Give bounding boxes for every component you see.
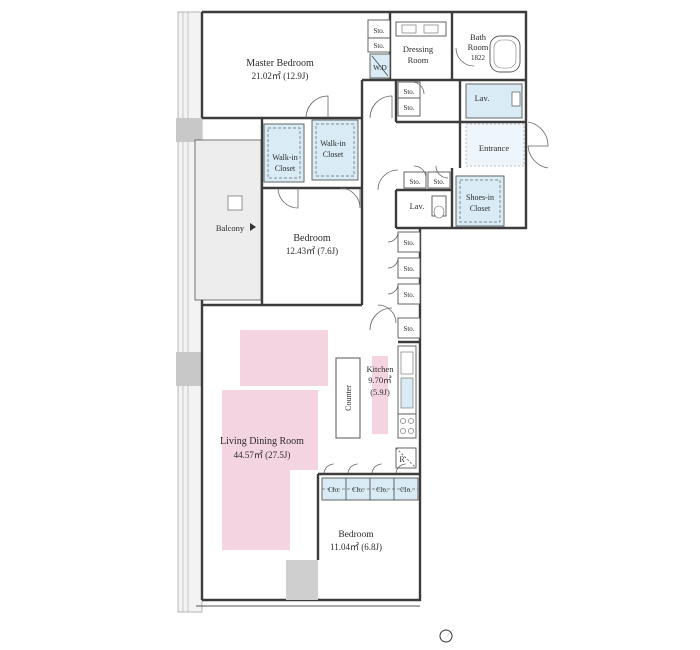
column-lower [176,352,202,386]
sto-unit [367,37,391,53]
master-bedroom-label: Master Bedroom [246,58,314,69]
sto-label: Sto. [403,88,414,96]
bedroom-low-label: Bedroom [338,530,374,540]
fixtures [335,21,521,469]
kitchen-jo: (5.9J) [370,387,390,397]
walk-in-closet-left [263,123,305,183]
sto-label: Sto. [373,42,384,50]
entrance-label: Entrance [479,143,509,153]
sto-unit [427,171,451,189]
sto-label: Sto. [403,265,414,273]
living-dining-label: Living Dining Room [220,436,304,447]
pillar [286,560,318,600]
sto-unit [403,171,427,189]
column-upper [176,118,202,142]
refrigerator-label: R [399,455,405,464]
bedroom-mid-label: Bedroom [293,233,330,244]
bath-room-label-2: Room [468,42,489,52]
walk-in-closet-right [311,119,359,181]
kitchen-highlight [372,356,388,434]
interior-walls [202,12,526,560]
walk-in-closet-left-2: Closet [275,164,296,173]
lav-upper-label: Lav. [475,93,490,103]
bath-room-label-1: Bath [470,32,487,42]
outer-walls [196,10,528,607]
counter-label: Counter [344,385,353,411]
cooktop [397,413,417,439]
sto-unit [397,283,421,305]
closets [263,53,525,227]
sto-label: Sto. [403,291,414,299]
living-highlights [222,330,328,550]
lav-lower-label: Lav. [410,201,425,211]
clo-label: Clo. [328,486,340,494]
sto-label: Sto. [403,104,414,112]
bedroom-mid-area: 12.43㎡ (7.6J) [286,246,338,256]
room-labels: Master Bedroom 21.02㎡ (12.9J) Dressing R… [216,32,509,552]
clo-label: Clo. [352,486,364,494]
bathtub [489,35,521,73]
dressing-room-label-2: Room [408,55,429,65]
sto-label: Sto. [403,325,414,333]
walk-in-closet-right-1: Walk-in [320,139,346,148]
sto-unit [397,317,421,339]
sto-label: Sto. [373,27,384,35]
balcony-label: Balcony [216,223,245,233]
master-bedroom-area: 21.02㎡ (12.9J) [252,71,309,81]
sto-unit [397,257,421,279]
shoes-in-closet [455,175,505,227]
bedroom-low-area: 11.04㎡ (6.8J) [330,542,382,552]
balcony-area [176,11,262,613]
storage-units [321,19,451,501]
kitchen-label: Kitchen [367,364,395,374]
storage-labels: Sto. Sto. Sto. Sto. Sto. Sto. Sto. Sto. … [328,27,445,494]
bath-room-size: 1822 [471,54,486,62]
doors [277,47,549,475]
sto-unit [397,97,421,117]
clo-label: Clo. [376,486,388,494]
walk-in-closet-right-2: Closet [323,150,344,159]
kitchen-area: 9.70㎡ [368,375,392,385]
sto-label: Sto. [433,178,444,186]
shoes-in-closet-2: Closet [470,204,491,213]
dressing-counter [395,21,447,37]
wd-label: W.D [373,63,387,72]
north-arrow-icon [439,627,455,643]
clo-label: Clo. [400,486,412,494]
sto-label: Sto. [409,178,420,186]
walk-in-closet-left-1: Walk-in [272,153,298,162]
entrance-floor [465,123,525,167]
shoes-in-closet-1: Shoes-in [466,193,494,202]
counter-island [335,357,361,439]
sink [511,91,521,107]
sto-label: Sto. [403,239,414,247]
sto-unit [397,231,421,253]
dressing-room-label-1: Dressing [403,44,434,54]
living-dining-area: 44.57㎡ (27.5J) [234,450,291,460]
